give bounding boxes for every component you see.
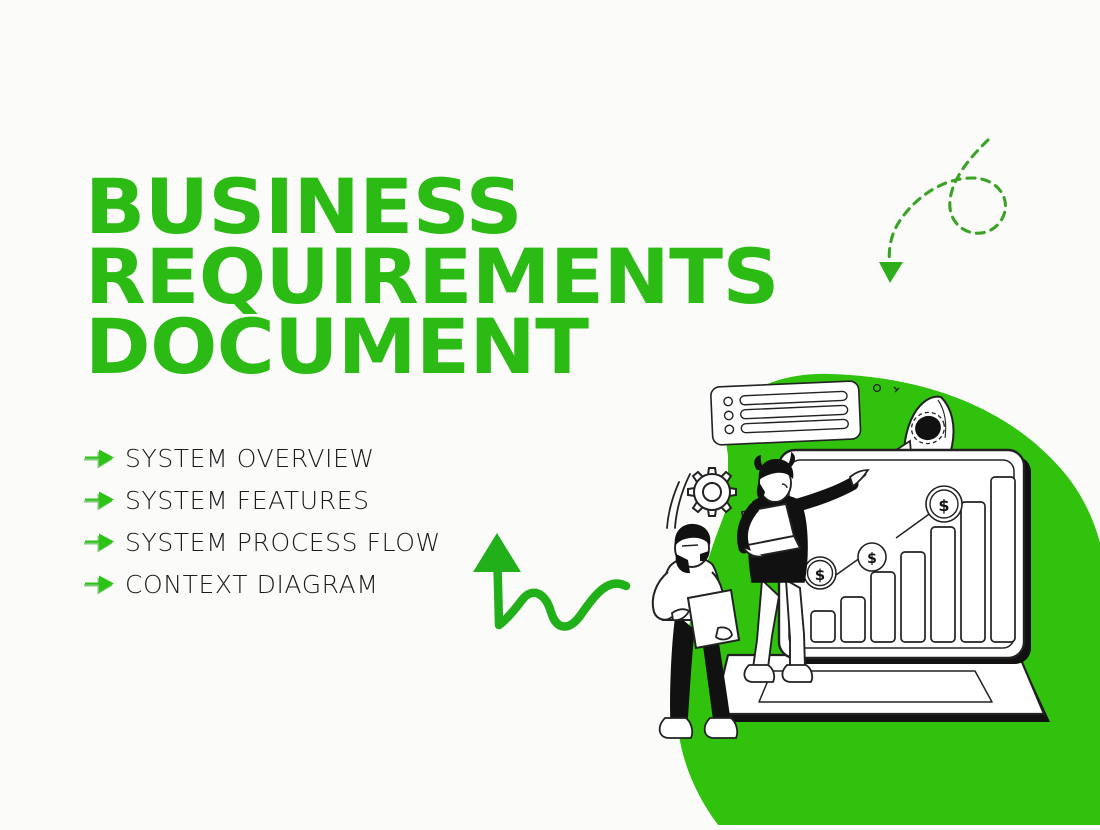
agenda-item-context-diagram[interactable]: CONTEXT DIAGRAM xyxy=(84,563,554,605)
agenda-item-label: CONTEXT DIAGRAM xyxy=(125,569,379,599)
wavy-up-arrow-icon xyxy=(473,533,631,631)
agenda-item-label: SYSTEM FEATURES xyxy=(125,485,370,515)
agenda-item-label: SYSTEM PROCESS FLOW xyxy=(125,527,441,557)
title-line-2: REQUIREMENTS xyxy=(85,232,779,321)
title-line-1: BUSINESS xyxy=(85,162,523,251)
arrow-right-icon xyxy=(84,491,114,511)
arrow-right-icon xyxy=(84,449,114,469)
title-line-3: DOCUMENT xyxy=(85,302,589,391)
dashed-loop-arrow-icon xyxy=(879,138,1007,283)
arrow-right-icon xyxy=(84,533,114,553)
page-title: BUSINESS REQUIREMENTS DOCUMENT xyxy=(85,169,779,385)
agenda-item-label: SYSTEM OVERVIEW xyxy=(125,443,375,473)
agenda-list: SYSTEM OVERVIEW SYSTEM FEATURES SYSTEM P… xyxy=(84,437,554,605)
agenda-item-system-overview[interactable]: SYSTEM OVERVIEW xyxy=(84,437,554,479)
agenda-item-system-features[interactable]: SYSTEM FEATURES xyxy=(84,479,554,521)
agenda-item-system-process-flow[interactable]: SYSTEM PROCESS FLOW xyxy=(84,521,554,563)
arrow-right-icon xyxy=(84,575,114,595)
